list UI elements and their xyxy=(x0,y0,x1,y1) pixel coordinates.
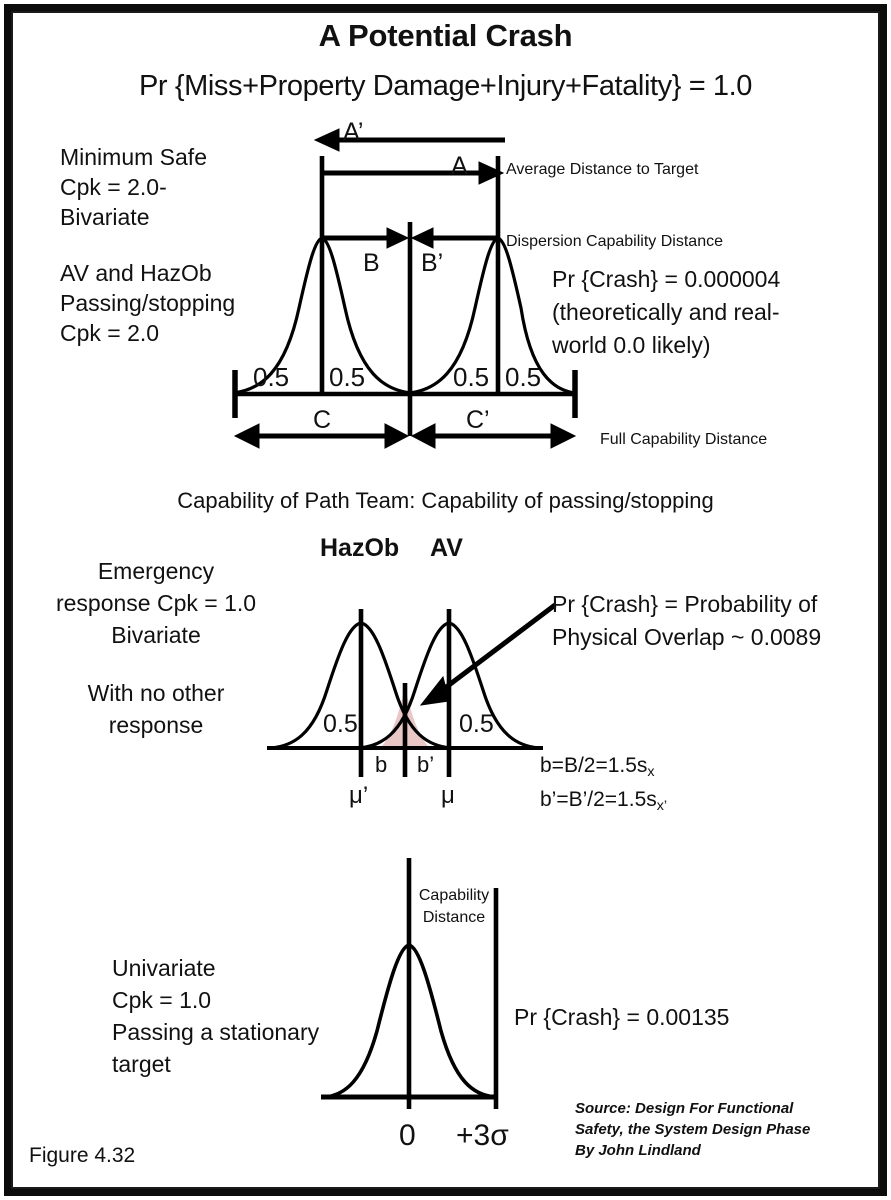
panel1-left-line1: Minimum Safe xyxy=(60,144,207,170)
panel3-capability-label: Capability Distance xyxy=(409,885,499,929)
panel2-label-mu-prime: μ’ xyxy=(349,782,369,809)
panel2-label-b: b xyxy=(375,752,388,777)
panel2-formula-b: b=B/2=1.5sx xyxy=(540,752,667,786)
panel1-label-b-prime: B’ xyxy=(421,249,444,277)
panel3-left-line3: Passing a stationary xyxy=(112,1019,320,1045)
panel2-formula-b-main: b=B/2=1.5s xyxy=(540,754,648,777)
panel2-left-line3: Bivariate xyxy=(111,622,201,648)
panel2-left-line4: With no other xyxy=(87,680,225,706)
panel2-label-av: AV xyxy=(430,534,463,562)
panel1-label-a: A xyxy=(451,152,468,180)
panel2-label-b-prime: b’ xyxy=(417,752,435,777)
panel2-formula-bprime: b’=B’/2=1.5sx’ xyxy=(540,786,667,820)
panel1-left-line5: Passing/stopping xyxy=(60,290,236,316)
panel2-formulas: b=B/2=1.5sx b’=B’/2=1.5sx’ xyxy=(540,752,667,820)
figure-title: A Potential Crash xyxy=(318,18,573,53)
panel2-left-text: Emergency response Cpk = 1.0 Bivariate W… xyxy=(36,555,276,741)
figure-caption: Figure 4.32 xyxy=(29,1144,136,1167)
panel3-capability-line2: Distance xyxy=(422,909,486,926)
panel3-left-line1: Univariate xyxy=(112,955,216,981)
panel2-label-half-left: 0.5 xyxy=(323,710,358,738)
panel1-label-half-2: 0.5 xyxy=(329,362,366,392)
panel2-formula-bprime-main: b’=B’/2=1.5s xyxy=(540,787,657,811)
panel2-left-line5: response xyxy=(108,712,204,738)
panel2-formula-b-sub: x xyxy=(647,763,655,780)
panel2-right-line2: Physical Overlap ~ 0.0089 xyxy=(552,624,822,650)
panel1-right-line1: Pr {Crash} = 0.000004 xyxy=(552,266,781,292)
panel1-right-line2: (theoretically and real- xyxy=(552,299,780,325)
panel2-left-line2: response Cpk = 1.0 xyxy=(55,590,257,616)
panel1-label-half-1: 0.5 xyxy=(253,362,290,392)
panel1-left-text: Minimum Safe Cpk = 2.0- Bivariate AV and… xyxy=(60,142,270,348)
panel1-label-a-prime: A’ xyxy=(343,118,364,146)
panel3-label-zero: 0 xyxy=(399,1119,416,1152)
panel1-label-half-4: 0.5 xyxy=(505,362,542,392)
panel-divider-text: Capability of Path Team: Capability of p… xyxy=(177,488,714,513)
source-line3: By John Lindland xyxy=(575,1142,701,1159)
panel3-diagram xyxy=(315,855,535,1115)
panel1-left-line6: Cpk = 2.0 xyxy=(60,320,160,346)
panel1-label-c-prime: C’ xyxy=(466,406,490,434)
panel3-right-line1: Pr {Crash} = 0.00135 xyxy=(514,1004,730,1030)
panel2-left-line1: Emergency xyxy=(97,558,215,584)
panel2-label-half-right: 0.5 xyxy=(459,710,494,738)
panel1-label-b: B xyxy=(363,249,380,277)
panel3-left-line2: Cpk = 1.0 xyxy=(112,987,212,1013)
panel1-left-line4: AV and HazOb xyxy=(60,260,212,286)
panel3-left-line4: target xyxy=(112,1051,171,1077)
panel2-label-hazob: HazOb xyxy=(320,534,400,562)
panel1-diagram xyxy=(215,118,578,458)
panel1-left-line3: Bivariate xyxy=(60,204,150,230)
panel3-right-text: Pr {Crash} = 0.00135 xyxy=(514,1002,729,1032)
source-line2: Safety, the System Design Phase xyxy=(575,1121,811,1138)
inner-border xyxy=(11,11,880,1189)
panel1-full-capability-label: Full Capability Distance xyxy=(600,431,768,448)
panel1-avg-distance-label: Average Distance to Target xyxy=(506,161,699,178)
panel1-right-text: Pr {Crash} = 0.000004 (theoretically and… xyxy=(552,263,882,362)
source-line1: Source: Design For Functional xyxy=(575,1100,794,1117)
panel1-label-half-3: 0.5 xyxy=(453,362,490,392)
panel1-label-c: C xyxy=(313,406,332,434)
panel3-label-three-sigma: +3σ xyxy=(456,1119,509,1152)
panel1-left-line2: Cpk = 2.0- xyxy=(60,174,167,200)
panel2-right-line1: Pr {Crash} = Probability of xyxy=(552,591,818,617)
panel3-capability-line1: Capability xyxy=(418,887,490,904)
panel2-right-text: Pr {Crash} = Probability of Physical Ove… xyxy=(552,588,882,654)
panel3-left-text: Univariate Cpk = 1.0 Passing a stationar… xyxy=(112,952,362,1080)
figure-subtitle: Pr {Miss+Property Damage+Injury+Fatality… xyxy=(138,70,753,102)
panel1-dispersion-label: Dispersion Capability Distance xyxy=(506,233,723,250)
panel2-diagram xyxy=(265,565,557,795)
panel1-right-line3: world 0.0 likely) xyxy=(552,332,711,358)
source-credit: Source: Design For Functional Safety, th… xyxy=(575,1098,875,1161)
panel2-formula-bprime-sub: x’ xyxy=(656,797,668,814)
panel2-label-mu: μ xyxy=(441,782,455,809)
